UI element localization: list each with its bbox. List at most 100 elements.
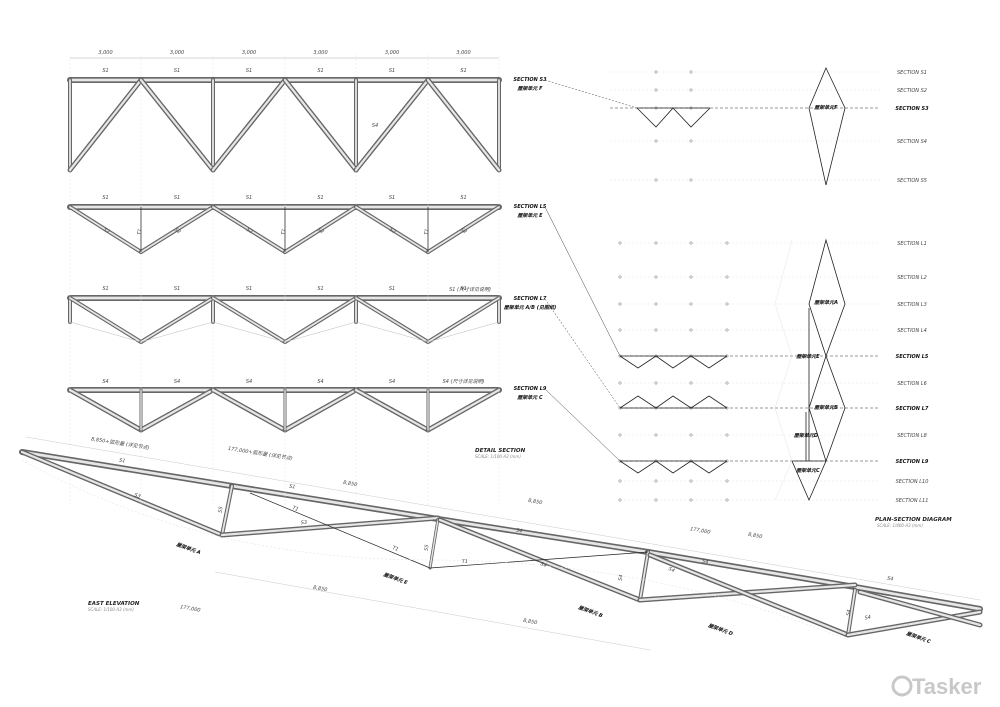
unit-diamond [808, 238, 846, 358]
line [69, 321, 142, 343]
section-row-label: SECTION S4 [897, 139, 927, 145]
node-dot [689, 328, 693, 332]
member-label: S5 [218, 506, 225, 513]
member-label: S4 [246, 379, 252, 385]
dimension-label: 3,000 [170, 50, 184, 56]
member-label: S1 [246, 68, 252, 74]
member-label: T1 [281, 228, 288, 235]
node-dot [689, 275, 693, 279]
node-dot [618, 433, 622, 437]
truss-members [19, 77, 983, 638]
tube-highlight [355, 297, 429, 343]
node-dot [654, 302, 658, 306]
dimension-label: 8,850 [313, 585, 328, 593]
arc-guide [21, 459, 849, 641]
node-dot [725, 498, 729, 502]
member-label: S1 [246, 195, 252, 201]
member-label: S2 [245, 227, 254, 235]
member-label: S4 [887, 576, 894, 583]
tube-highlight [427, 297, 500, 343]
node-dot [654, 498, 658, 502]
ghost-diamond [774, 239, 793, 501]
unit-label: 屋架单元 A [174, 541, 202, 557]
member-label: S1 [102, 195, 108, 201]
tube-highlight [283, 78, 358, 172]
node-dot [654, 328, 658, 332]
callout-subtitle: 屋架单元 F [516, 85, 543, 92]
watermark-text: Tasker [912, 674, 982, 699]
tube-highlight [20, 450, 224, 537]
section-row-label: SECTION L3 [897, 302, 927, 308]
callout-title: SECTION L9 [514, 386, 547, 392]
line [427, 321, 500, 343]
tube-highlight [646, 550, 857, 589]
line [25, 436, 981, 601]
section-row-label: SECTION L9 [896, 459, 929, 465]
tube-highlight [139, 78, 215, 172]
node-dot [689, 241, 693, 245]
dimension-label: 8,850 [528, 498, 543, 506]
member-label: S1 [460, 68, 466, 74]
node-dot [618, 241, 622, 245]
line [140, 321, 214, 343]
line [214, 571, 651, 651]
line [429, 551, 649, 569]
dimension-label: 177,000 [179, 604, 200, 614]
node-dot [725, 479, 729, 483]
dimension-label: 3,000 [313, 50, 327, 56]
dimension-label: 177,000+弧形量 (详见节点) [227, 445, 293, 462]
section-row-label: SECTION L11 [896, 498, 929, 504]
node-dot [725, 433, 729, 437]
node-dot [654, 178, 658, 182]
line [544, 388, 621, 462]
unit-tag: 屋架单元F [813, 104, 838, 111]
unit-label: 屋架单元 E [382, 571, 410, 587]
section-row-label: SECTION L4 [897, 328, 927, 334]
node-dot [689, 70, 693, 74]
section-row-label: SECTION L7 [896, 406, 929, 412]
dimension-label: 3,000 [98, 50, 112, 56]
detail-section-scale: SCALE: 1/100-A3 (mm) [475, 454, 521, 459]
node-dot [689, 433, 693, 437]
line [544, 298, 621, 409]
unit-label: 屋架单元 D [706, 622, 734, 638]
member-label: S4 [174, 379, 180, 385]
dimension-label: 8,850 [343, 480, 358, 488]
dimension-label: 8,850+弧形量 (详见节点) [91, 435, 150, 451]
section-row-label: SECTION L6 [897, 381, 927, 387]
member-label: S4 [667, 566, 675, 574]
node-dot [654, 241, 658, 245]
member-label: S4 [317, 379, 323, 385]
member-label: S1 [317, 286, 323, 292]
tube-highlight [846, 610, 982, 637]
tube-highlight [140, 297, 214, 343]
line [284, 321, 357, 343]
member-label: S1 [460, 195, 466, 201]
tube-highlight [427, 206, 500, 253]
tube-highlight [69, 297, 142, 343]
node-dot [618, 275, 622, 279]
unit-label: 屋架单元 C [904, 630, 932, 646]
node-dot [689, 88, 693, 92]
node-dot [725, 302, 729, 306]
tube-highlight [212, 297, 286, 343]
node-dot [654, 479, 658, 483]
callout-title: SECTION L7 [514, 296, 547, 302]
member-label: T1 [291, 505, 299, 513]
section-row-label: SECTION L1 [897, 241, 927, 247]
member-label: S4 [516, 528, 523, 535]
unit-tag: 屋架单元A [813, 299, 838, 306]
tube-highlight [429, 518, 439, 569]
section-row-label: SECTION L5 [896, 354, 929, 360]
tube-highlight [648, 553, 850, 637]
member-label: S1 [102, 68, 108, 74]
label: S4 [372, 123, 378, 129]
tube-highlight [221, 485, 233, 536]
member-label: S1 [174, 195, 180, 201]
line [355, 321, 429, 343]
member-label: S1 [389, 68, 395, 74]
member-label: T1 [462, 559, 469, 566]
section-profile [619, 395, 728, 409]
dimension-label: 8,850 [523, 618, 538, 626]
